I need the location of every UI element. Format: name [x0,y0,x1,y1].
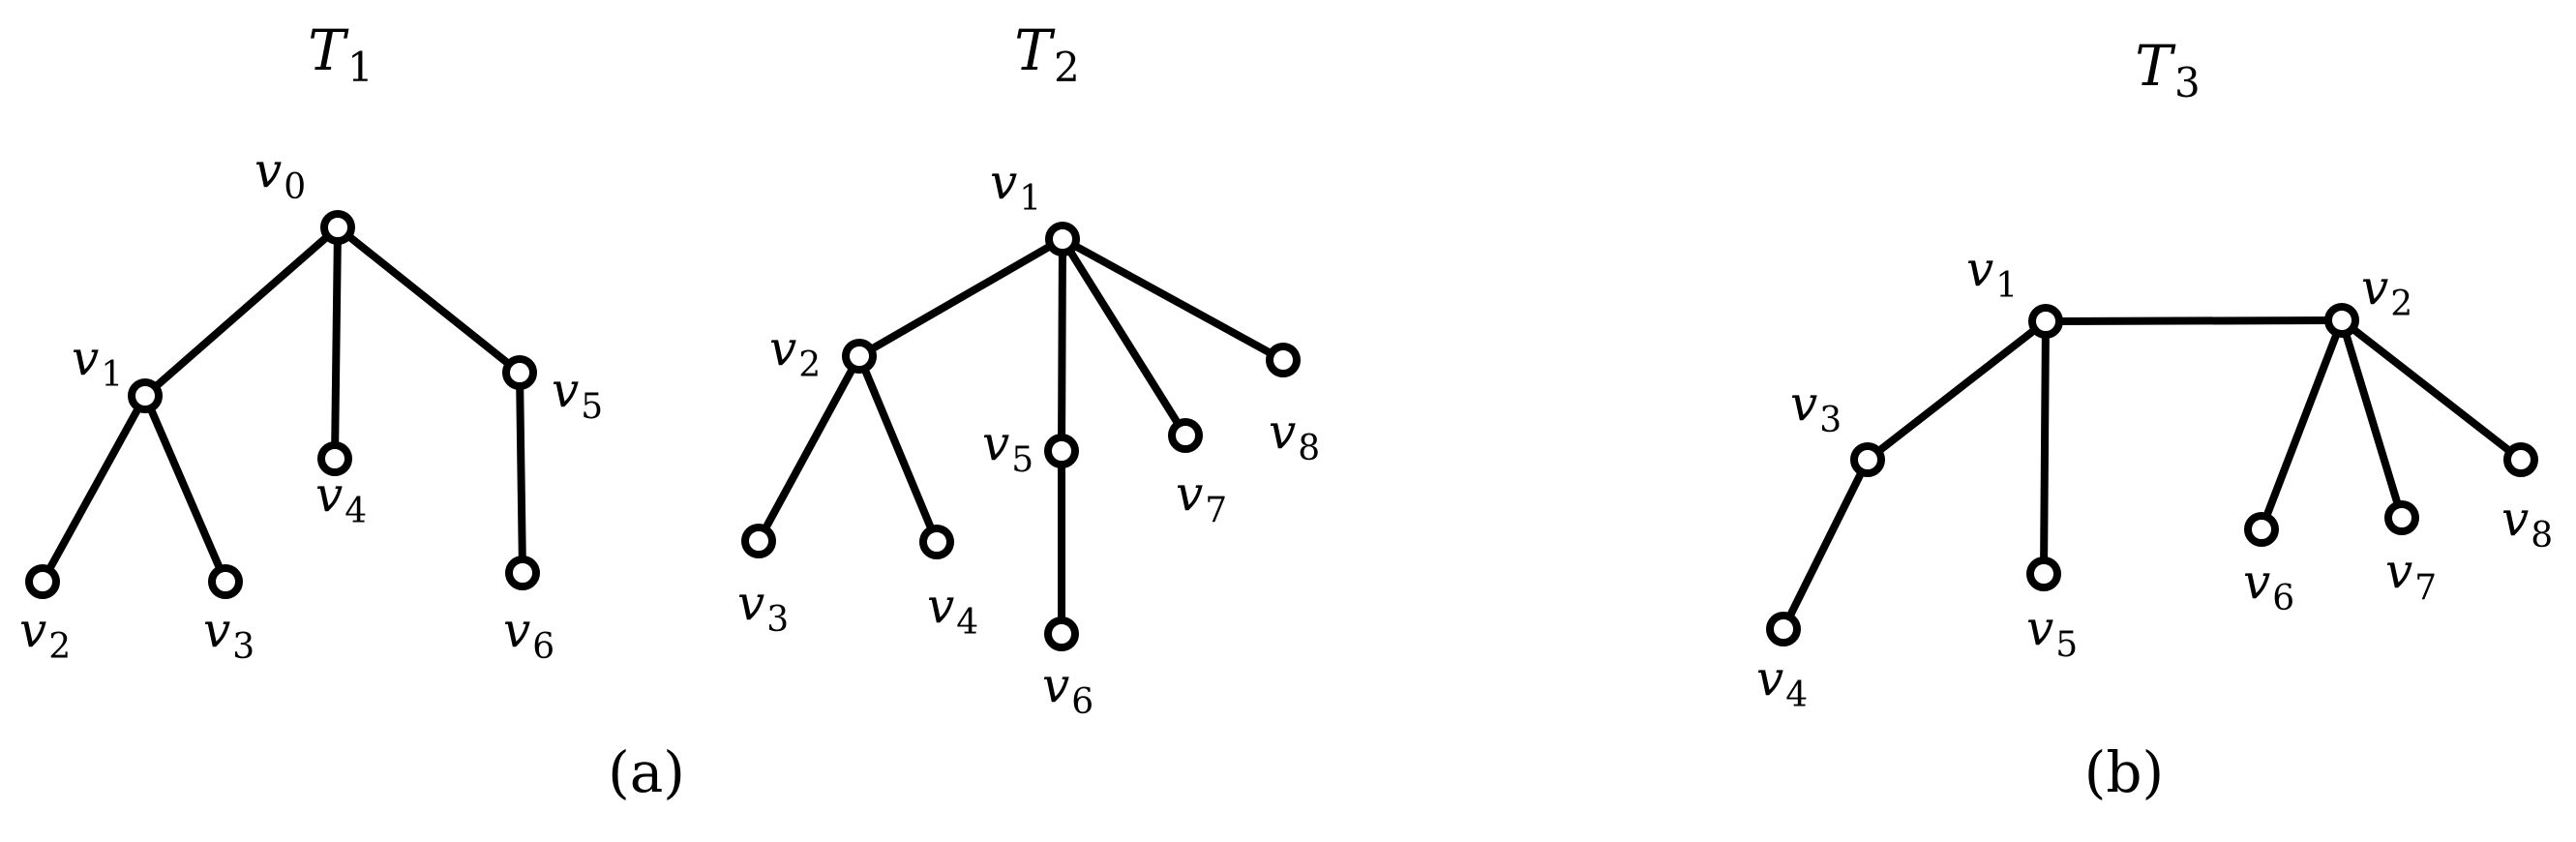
node-T2-v4 [919,525,954,559]
edge-T2-v1-v5 [1058,235,1066,455]
edge-T1-v5-v6 [516,369,526,577]
node-T2-v2 [842,339,877,374]
edge-T1-v0-v1 [141,224,342,400]
node-label-T1-v0: v0 [255,142,306,207]
node-label-T3-v8: v8 [2501,491,2553,556]
node-label-T3-v5: v5 [2026,600,2078,665]
node-label-T2-v3: v3 [737,575,789,640]
edge-T1-v0-v4 [331,224,342,463]
node-T1-v2 [25,564,60,599]
edge-T2-v2-v3 [755,352,863,545]
tree-title-T2: T2 [1014,17,1079,91]
node-label-T1-v6: v6 [503,602,554,667]
node-T3-v5 [2026,556,2061,591]
node-T2-v7 [1168,418,1203,453]
node-label-T2-v8: v8 [1269,404,1320,468]
node-label-T1-v1: v1 [72,330,123,395]
edge-T1-v1-v2 [39,392,149,586]
node-label-T2-v4: v4 [927,578,978,643]
node-T3-v6 [2244,512,2279,547]
node-T1-v4 [317,441,352,476]
node-T3-v8 [2503,442,2538,477]
panel-b: T3 v1 v2 v3 v4 v5 v6 v7 v8 (b) [1756,33,2553,805]
edge-T2-v1-v7 [1059,235,1189,439]
tree-title-T3: T3 [2135,33,2200,106]
node-label-T3-v3: v3 [1790,376,1842,440]
edge-T1-v1-v3 [141,392,229,586]
node-T2-v6 [1044,616,1079,651]
node-label-T1-v2: v2 [19,602,71,667]
node-label-T3-v6: v6 [2243,554,2294,618]
node-T2-v5 [1044,434,1079,468]
node-T1-v3 [208,564,243,599]
edge-T2-v2-v4 [855,352,941,546]
node-label-T3-v7: v7 [2385,543,2437,608]
node-T1-v1 [128,378,163,413]
edge-T2-v1-v2 [855,235,1066,360]
node-label-T3-v4: v4 [1756,650,1808,715]
node-T1-v0 [320,210,355,245]
edge-T3-v1-v3 [1864,317,2050,464]
edge-T3-v1-v2 [2042,316,2346,325]
node-T3-v4 [1766,612,1801,647]
tree-title-T1: T1 [308,17,373,91]
edge-T3-v1-v5 [2040,317,2050,578]
node-label-T1-v4: v4 [315,466,367,531]
node-label-T1-v5: v5 [552,362,603,427]
node-T3-v3 [1850,442,1885,477]
node-T1-v5 [502,355,537,390]
node-label-T3-v2: v2 [2361,259,2412,324]
node-T2-v3 [741,524,776,558]
node-T3-v7 [2384,500,2419,535]
node-label-T3-v1: v1 [1966,241,2018,306]
tree-T2: T2 v1 v2 v5 v7 v8 v3 v4 v6 [737,17,1320,722]
node-T2-v8 [1266,343,1301,377]
node-T1-v6 [505,556,540,590]
edge-T3-v3-v4 [1780,456,1872,633]
edge-T3-v2-v7 [2338,316,2406,522]
node-label-T2-v7: v7 [1176,466,1227,530]
node-label-T2-v5: v5 [982,415,1033,480]
edge-T2-v1-v8 [1059,235,1287,364]
node-T2-v1 [1045,222,1080,256]
edge-T1-v0-v5 [334,224,524,376]
node-label-T1-v3: v3 [203,602,255,667]
edge-T3-v2-v6 [2258,316,2346,533]
tree-T3: T3 v1 v2 v3 v4 v5 v6 v7 v8 [1756,33,2553,715]
node-T3-v2 [2324,303,2359,338]
node-T3-v1 [2028,304,2063,339]
panel-caption-a: (a) [608,739,685,805]
node-label-T2-v2: v2 [769,320,821,385]
node-label-T2-v6: v6 [1042,657,1093,722]
edge-T3-v2-v8 [2338,316,2525,464]
panel-caption-b: (b) [2084,739,2164,805]
node-label-T2-v1: v1 [990,154,1041,219]
